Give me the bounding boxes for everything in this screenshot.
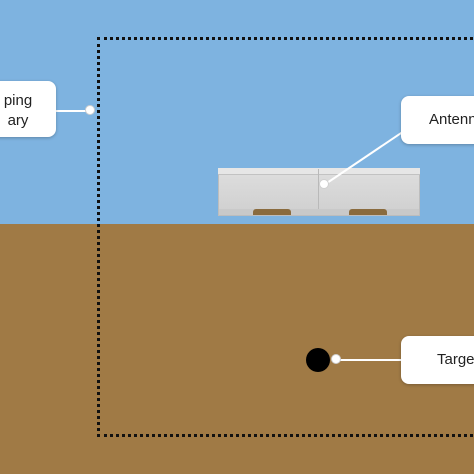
- target-label: Targe: [401, 336, 474, 384]
- antenna-pad-left: [253, 209, 291, 215]
- antenna-label-text: Antenn: [429, 111, 474, 128]
- buried-target: [306, 348, 330, 372]
- boundary-callout-dot: [85, 105, 95, 115]
- target-label-text: Targe: [437, 351, 474, 368]
- antenna-pad-right: [349, 209, 387, 215]
- imaging-boundary: [97, 37, 474, 437]
- boundary-label-line-1: ping: [3, 92, 33, 109]
- boundary-callout-line: [56, 110, 90, 112]
- antenna-callout-dot: [319, 179, 329, 189]
- antenna-unit: [218, 168, 420, 216]
- soil-region: [0, 224, 474, 474]
- target-callout-dot: [331, 354, 341, 364]
- target-callout-line: [336, 359, 402, 361]
- boundary-label: ping ary: [0, 81, 56, 137]
- antenna-top-edge: [218, 168, 420, 175]
- antenna-divider: [318, 169, 319, 215]
- antenna-base: [219, 209, 419, 215]
- boundary-label-line-2: ary: [7, 112, 29, 129]
- antenna-label: Antenn: [401, 96, 474, 144]
